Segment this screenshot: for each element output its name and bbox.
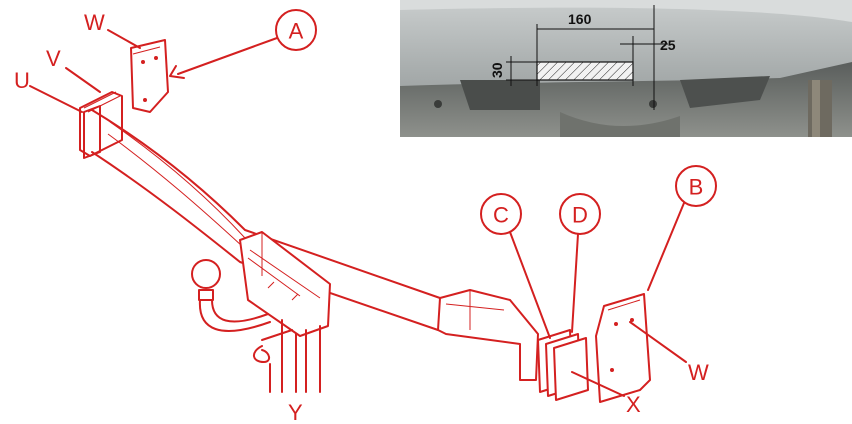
svg-text:C: C	[493, 203, 509, 228]
svg-text:B: B	[689, 175, 704, 200]
leader-w-top	[107, 29, 141, 49]
leader-v	[65, 67, 101, 93]
label-v: V	[46, 46, 61, 71]
tow-ball-hitch	[191, 259, 321, 393]
svg-text:D: D	[572, 203, 588, 228]
dimension-width-label: 160	[568, 11, 592, 27]
callout-a: A	[169, 9, 317, 79]
leader-u	[29, 85, 83, 113]
svg-text:A: A	[289, 19, 304, 44]
callout-d: D	[559, 193, 601, 333]
label-w-right: W	[688, 360, 709, 385]
leader-x	[571, 371, 625, 397]
vehicle-underside-photo: 160 25 30	[400, 0, 852, 137]
callout-b: B	[647, 165, 717, 291]
label-u: U	[14, 68, 30, 93]
cross-beam	[79, 39, 651, 403]
leader-w-right	[629, 321, 687, 363]
dimension-height-label: 30	[489, 62, 505, 78]
label-x: X	[626, 392, 641, 417]
callout-c: C	[480, 193, 551, 339]
label-w-top: W	[84, 10, 105, 35]
dimension-offset-label: 25	[660, 37, 676, 53]
label-y: Y	[288, 400, 303, 424]
